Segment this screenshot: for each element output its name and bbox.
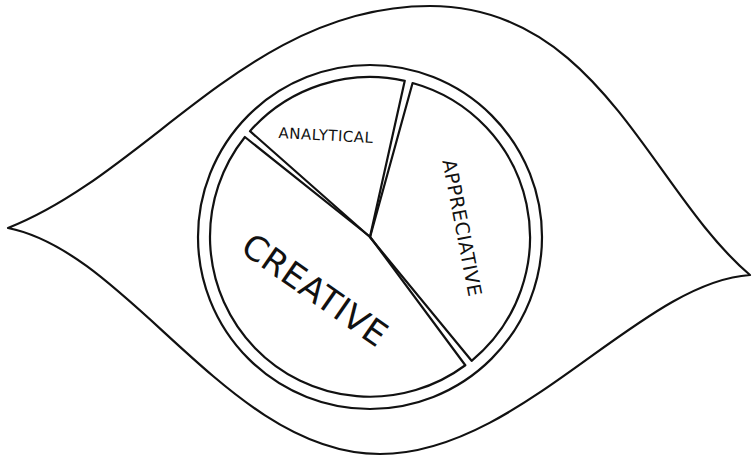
wedge-outline <box>207 134 468 400</box>
wedge-outline <box>367 80 533 364</box>
wedge-shape <box>210 137 465 397</box>
creative-wedge: CREATIVE <box>207 134 468 400</box>
wedge-shape <box>250 77 405 237</box>
wedge-label: ANALYTICAL <box>278 126 374 146</box>
iris-circle <box>198 65 542 409</box>
wedge-label: CREATIVE <box>236 228 394 353</box>
appreciative-wedge: APPRECIATIVE <box>367 80 533 364</box>
eye-outline <box>8 6 750 454</box>
wedge-label: APPRECIATIVE <box>439 158 484 299</box>
wedge-shape <box>370 83 530 361</box>
